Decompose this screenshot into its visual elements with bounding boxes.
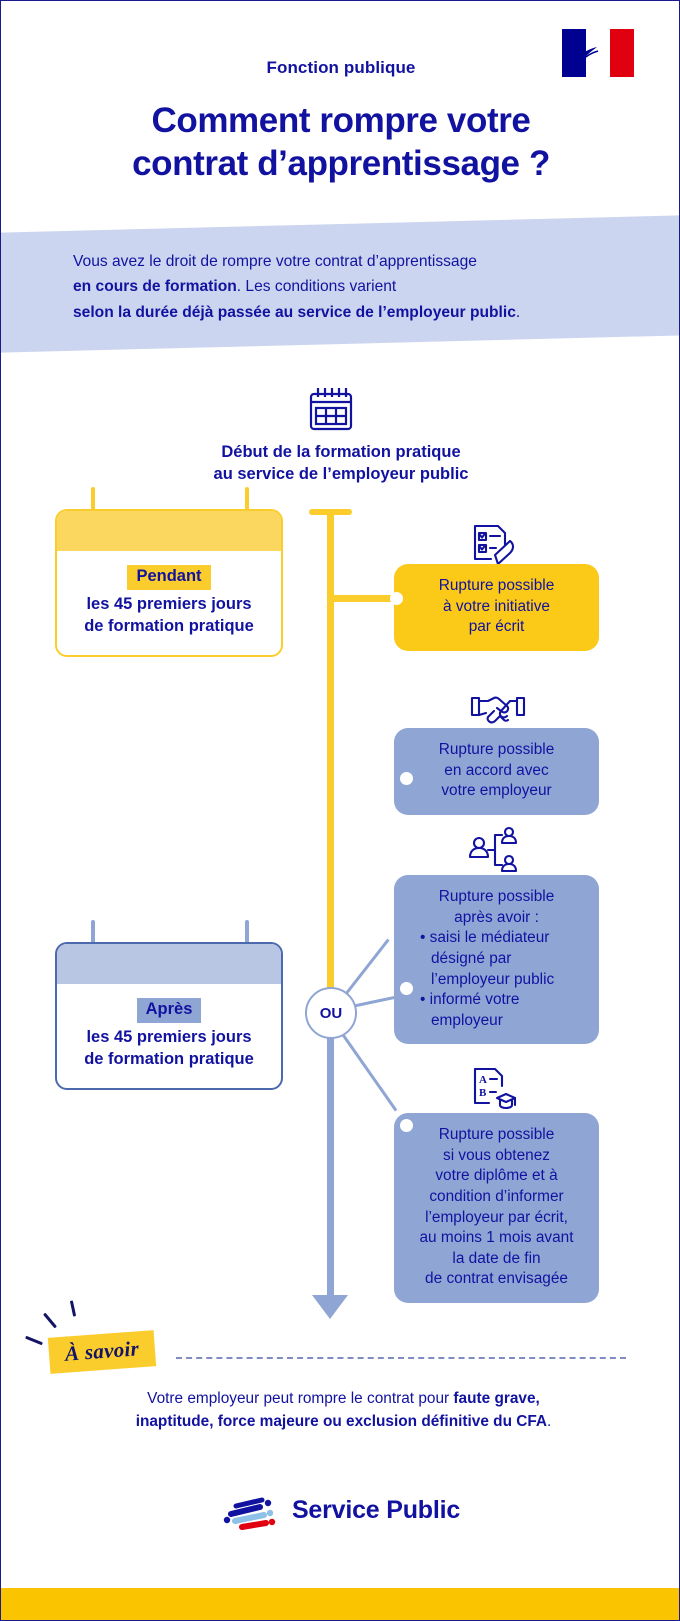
diploma-icon: A B — [473, 1067, 517, 1110]
period-chip: Pendant — [127, 565, 211, 590]
outcome-box-accord: Rupture possible en accord avec votre em… — [394, 728, 599, 815]
outcome-line: Rupture possible — [438, 1126, 555, 1143]
timeline-yellow-stem — [327, 509, 334, 991]
outcome-line: à votre initiative — [443, 597, 550, 615]
page-kicker: Fonction publique — [266, 58, 416, 77]
note-text-bold2: inaptitude, force majeure ou exclusion d… — [135, 1413, 548, 1431]
spark-line-right — [69, 1300, 77, 1317]
period-line1: les 45 premiers jours — [86, 1027, 252, 1046]
spark-line-mid — [43, 1312, 57, 1329]
page-title-line2: contrat d’apprentissage ? — [132, 143, 550, 183]
service-public-logo-icon — [223, 1497, 276, 1530]
outcome-line: en accord avec — [444, 761, 549, 779]
timeline-arrow-icon — [312, 1295, 348, 1319]
handshake-icon — [470, 696, 526, 724]
intro-line3-end: . — [515, 303, 521, 321]
calendar-card-icon — [55, 487, 283, 543]
intro-text: Vous avez le droit de rompre votre contr… — [73, 249, 613, 325]
outcome-box-initiative: Rupture possible à votre initiative par … — [394, 564, 599, 651]
outcome-line: si vous obtenez — [443, 1146, 550, 1164]
connector-dot-accord — [400, 772, 413, 785]
mediator-people-icon — [468, 826, 518, 873]
page-title-line1: Comment rompre votre — [151, 101, 531, 140]
timeline-yellow-branch — [327, 595, 409, 602]
flag-red-band — [610, 29, 634, 77]
period-card-text: Après les 45 premiers jours de formation… — [57, 984, 281, 1088]
period-card-pendant: Pendant les 45 premiers jours de formati… — [55, 487, 283, 658]
outcome-line: l’employeur par écrit, — [425, 1208, 568, 1226]
timeline-heading: Début de la formation pratique au servic… — [61, 441, 621, 486]
period-card-body: Après les 45 premiers jours de formation… — [55, 942, 283, 1091]
intro-line1: Vous avez le droit de rompre votre contr… — [73, 253, 477, 270]
note-badge: À savoir — [47, 1330, 157, 1374]
timeline-heading-line2: au service de l’employeur public — [213, 465, 469, 484]
outcome-bullet: saisi le médiateur désigné par l’employe… — [420, 928, 585, 990]
flag-white-band — [579, 29, 610, 77]
period-line1: les 45 premiers jours — [86, 594, 252, 613]
note-text: Votre employeur peut rompre le contrat p… — [71, 1387, 616, 1433]
outcome-line: votre diplôme et à — [435, 1167, 558, 1185]
marianne-silhouette-icon — [579, 47, 599, 62]
outcome-line: Rupture possible — [438, 741, 555, 758]
spark-line-left — [25, 1335, 43, 1346]
timeline-junction-ou: OU — [305, 987, 357, 1039]
period-card-apres: Après les 45 premiers jours de formation… — [55, 920, 283, 1091]
note-divider — [176, 1357, 626, 1359]
outcome-line: Rupture possible — [438, 577, 555, 594]
period-card-body: Pendant les 45 premiers jours de formati… — [55, 509, 283, 658]
outcome-bullet: informé votre employeur — [420, 990, 585, 1031]
outcome-line: après avoir : — [454, 908, 539, 926]
connector-dot-mediateur — [400, 982, 413, 995]
timeline-blue-stem — [327, 1035, 334, 1299]
junction-label: OU — [319, 1004, 343, 1022]
svg-text:B: B — [479, 1087, 487, 1099]
outcome-line: Rupture possible — [438, 888, 555, 905]
calendar-header-bar — [57, 944, 281, 984]
flag-blue-band — [562, 29, 586, 77]
calendar-card-icon — [55, 920, 283, 976]
bottom-strip — [1, 1588, 679, 1620]
outcome-line: au moins 1 mois avant — [419, 1229, 574, 1247]
intro-bold2: selon la durée déjà passée au service de… — [73, 303, 516, 321]
period-line2: de formation pratique — [84, 1049, 254, 1068]
outcome-box-diplome: Rupture possible si vous obtenez votre d… — [394, 1113, 599, 1304]
period-line2: de formation pratique — [84, 616, 254, 635]
connector-dot-diplome — [400, 1119, 413, 1132]
outcome-box-mediateur: Rupture possible après avoir : saisi le … — [394, 875, 599, 1045]
timeline-heading-line1: Début de la formation pratique — [221, 443, 461, 461]
calendar-header-bar — [57, 511, 281, 551]
calendar-icon — [309, 388, 353, 431]
outcome-bullets: saisi le médiateur désigné par l’employe… — [408, 928, 585, 1031]
outcome-line: de contrat envisagée — [425, 1270, 568, 1288]
note-text-plain: Votre employeur peut rompre le contrat p… — [147, 1390, 454, 1407]
checklist-pen-icon — [473, 524, 515, 566]
period-chip: Après — [136, 998, 202, 1023]
outcome-line: la date de fin — [452, 1249, 541, 1267]
note-text-end: . — [547, 1413, 552, 1431]
page-title: Comment rompre votre contrat d’apprentis… — [1, 100, 679, 185]
footer-logo: Service Public — [1, 1490, 679, 1530]
footer-logo-text: Service Public — [291, 1495, 461, 1524]
intro-line2: . Les conditions varient — [236, 278, 397, 296]
svg-text:A: A — [479, 1074, 487, 1086]
outcome-line: par écrit — [468, 618, 525, 636]
note-text-bold1: faute grave, — [453, 1390, 540, 1407]
connector-dot-initiative — [390, 592, 403, 605]
intro-bold1: en cours de formation — [73, 278, 237, 296]
outcome-line: condition d’informer — [429, 1187, 564, 1205]
outcome-line: votre employeur — [441, 782, 552, 800]
marianne-flag-icon — [562, 29, 634, 77]
period-card-text: Pendant les 45 premiers jours de formati… — [57, 551, 281, 655]
